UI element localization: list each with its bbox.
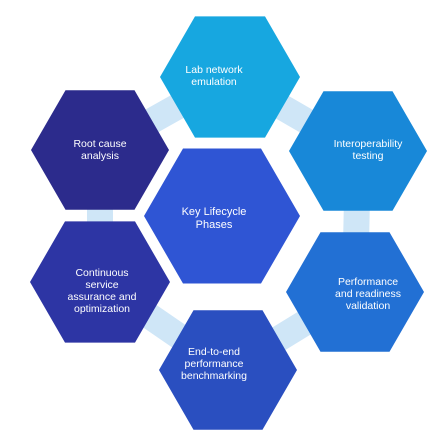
hex-interoperability-testing — [289, 91, 427, 211]
hex-root-cause-analysis — [31, 90, 169, 210]
hex-center — [144, 148, 300, 284]
hex-end-to-end-benchmarking — [159, 310, 297, 430]
hex-continuous-service-assurance — [30, 221, 170, 343]
hex-performance-readiness-validation — [286, 232, 424, 352]
hex-lab-network-emulation — [160, 16, 300, 138]
hexagon-group — [30, 16, 427, 430]
